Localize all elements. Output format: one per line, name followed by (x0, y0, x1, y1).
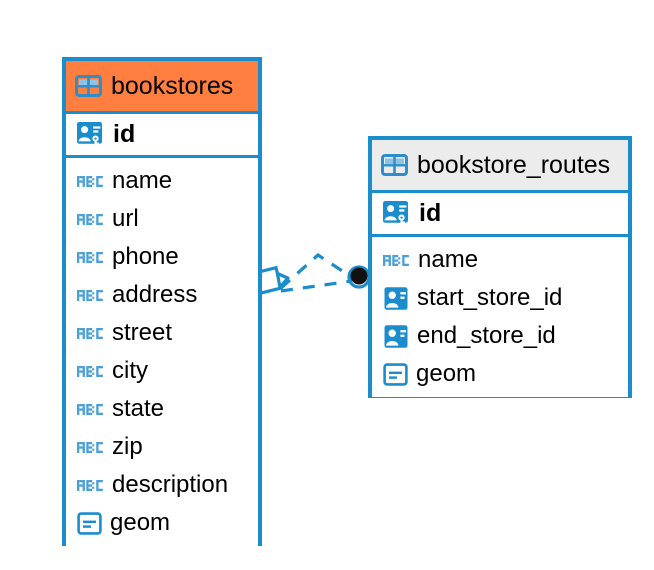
text-type-icon (77, 287, 104, 304)
field-label: state (112, 395, 165, 422)
field-label: phone (112, 243, 179, 270)
text-type-icon (77, 477, 104, 494)
relationship-line-upper (279, 252, 354, 290)
text-type-icon (383, 252, 410, 269)
field-row[interactable]: name (66, 162, 258, 200)
field-label: address (112, 281, 198, 308)
field-label: zip (112, 433, 143, 460)
entity-header: bookstore_routes (372, 140, 628, 190)
geometry-type-icon (383, 362, 408, 386)
field-label: street (112, 319, 173, 346)
table-icon (75, 75, 102, 97)
text-type-icon (77, 439, 104, 456)
field-row[interactable]: state (66, 390, 258, 428)
entity-bookstores[interactable]: bookstores id (62, 57, 262, 546)
foreign-key-icon (383, 324, 409, 349)
entity-header: bookstores (66, 61, 258, 111)
entity-bookstore-routes[interactable]: bookstore_routes id (368, 136, 632, 398)
text-type-icon (77, 249, 104, 266)
field-row[interactable]: zip (66, 428, 258, 466)
field-row[interactable]: end_store_id (372, 317, 628, 355)
text-type-icon (77, 211, 104, 228)
field-row[interactable]: description (66, 466, 258, 504)
field-row[interactable]: geom (66, 504, 258, 542)
foreign-key-icon (383, 286, 409, 311)
field-label: geom (416, 360, 477, 387)
field-label: end_store_id (417, 322, 556, 349)
field-label: description (112, 471, 229, 498)
field-row[interactable]: street (66, 314, 258, 352)
field-label: start_store_id (417, 284, 563, 311)
field-row[interactable]: start_store_id (372, 279, 628, 317)
field-label: name (418, 246, 479, 273)
field-label: city (112, 357, 148, 384)
primary-key-label: id (113, 120, 136, 148)
primary-key-row[interactable]: id (372, 190, 628, 237)
relationship-line-lower (280, 279, 353, 293)
primary-key-label: id (419, 199, 442, 227)
primary-key-icon (381, 200, 410, 228)
field-label: url (112, 205, 139, 232)
field-list: name start_store_id (372, 237, 628, 397)
field-label: geom (110, 509, 171, 536)
text-type-icon (77, 401, 104, 418)
entity-title: bookstore_routes (417, 150, 611, 179)
field-row[interactable]: phone (66, 238, 258, 276)
field-label: name (112, 167, 173, 194)
field-row[interactable]: address (66, 276, 258, 314)
text-type-icon (77, 325, 104, 342)
field-list: name url (66, 158, 258, 546)
primary-key-row[interactable]: id (66, 111, 258, 158)
field-row[interactable]: geom (372, 355, 628, 393)
entity-title: bookstores (111, 71, 234, 100)
text-type-icon (77, 173, 104, 190)
geometry-type-icon (77, 511, 102, 535)
field-row[interactable]: city (66, 352, 258, 390)
field-row[interactable]: url (66, 200, 258, 238)
filled-circle-marker (347, 265, 371, 289)
field-row[interactable]: name (372, 241, 628, 279)
primary-key-icon (75, 121, 104, 149)
text-type-icon (77, 363, 104, 380)
table-icon (381, 154, 408, 176)
